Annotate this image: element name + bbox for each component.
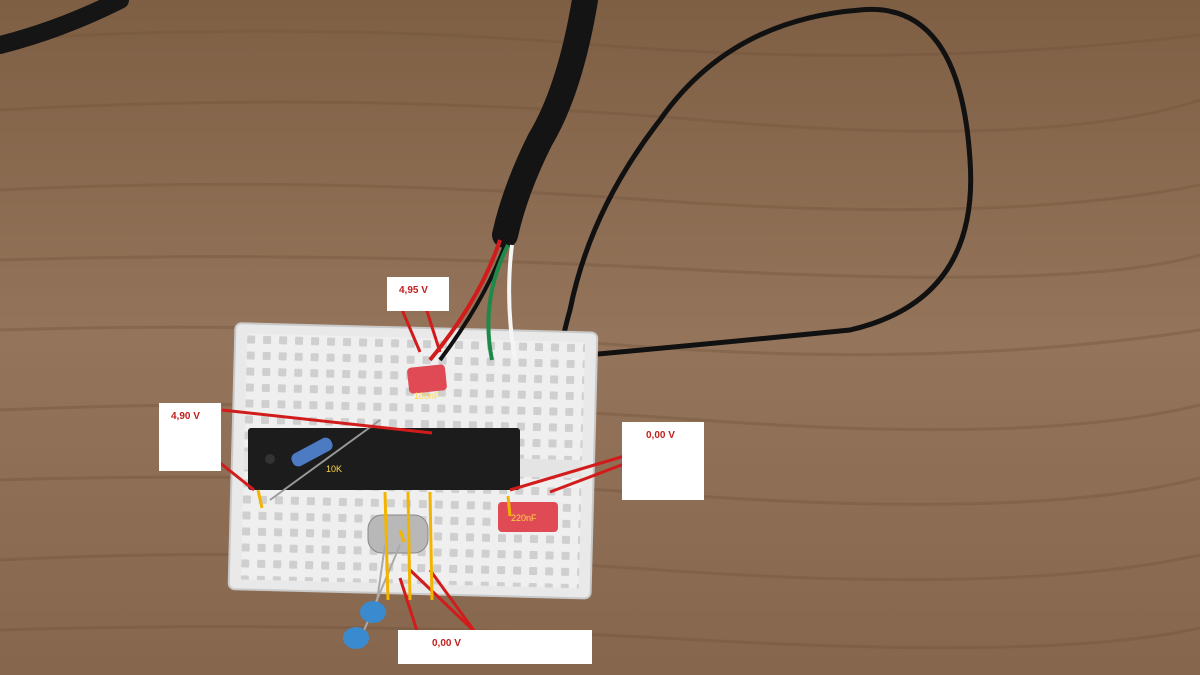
- capacitor-100nf-body: [407, 364, 447, 394]
- capacitor-100nf-label: 100nF: [414, 391, 440, 401]
- wire-red: [428, 239, 502, 362]
- voltage-callout-left: 4,90 V: [159, 403, 221, 471]
- ceramic-cap-1: [360, 601, 386, 623]
- wire-white: [507, 244, 517, 361]
- microcontroller-chip: [248, 428, 520, 490]
- capacitor-220nf-label: 220nF: [511, 513, 537, 523]
- crystal: [367, 514, 429, 554]
- wire-green: [486, 244, 510, 361]
- black-loop-wire: [444, 6, 974, 496]
- voltage-callout-bottom: 0,00 V: [398, 630, 592, 664]
- voltage-callout-top: 4,95 V: [387, 277, 449, 311]
- capacitor-220nf-body: [498, 502, 558, 532]
- resistor-10k: [269, 419, 381, 501]
- pin-markers: [256, 489, 512, 601]
- usb-cable: [492, 0, 598, 248]
- voltage-callout-right: 0,00 V: [622, 422, 704, 500]
- annotation-lines: [213, 304, 641, 635]
- cable-top-left: [0, 0, 129, 54]
- resistor-10k-label: 10K: [326, 464, 343, 474]
- ceramic-cap-2: [343, 627, 369, 649]
